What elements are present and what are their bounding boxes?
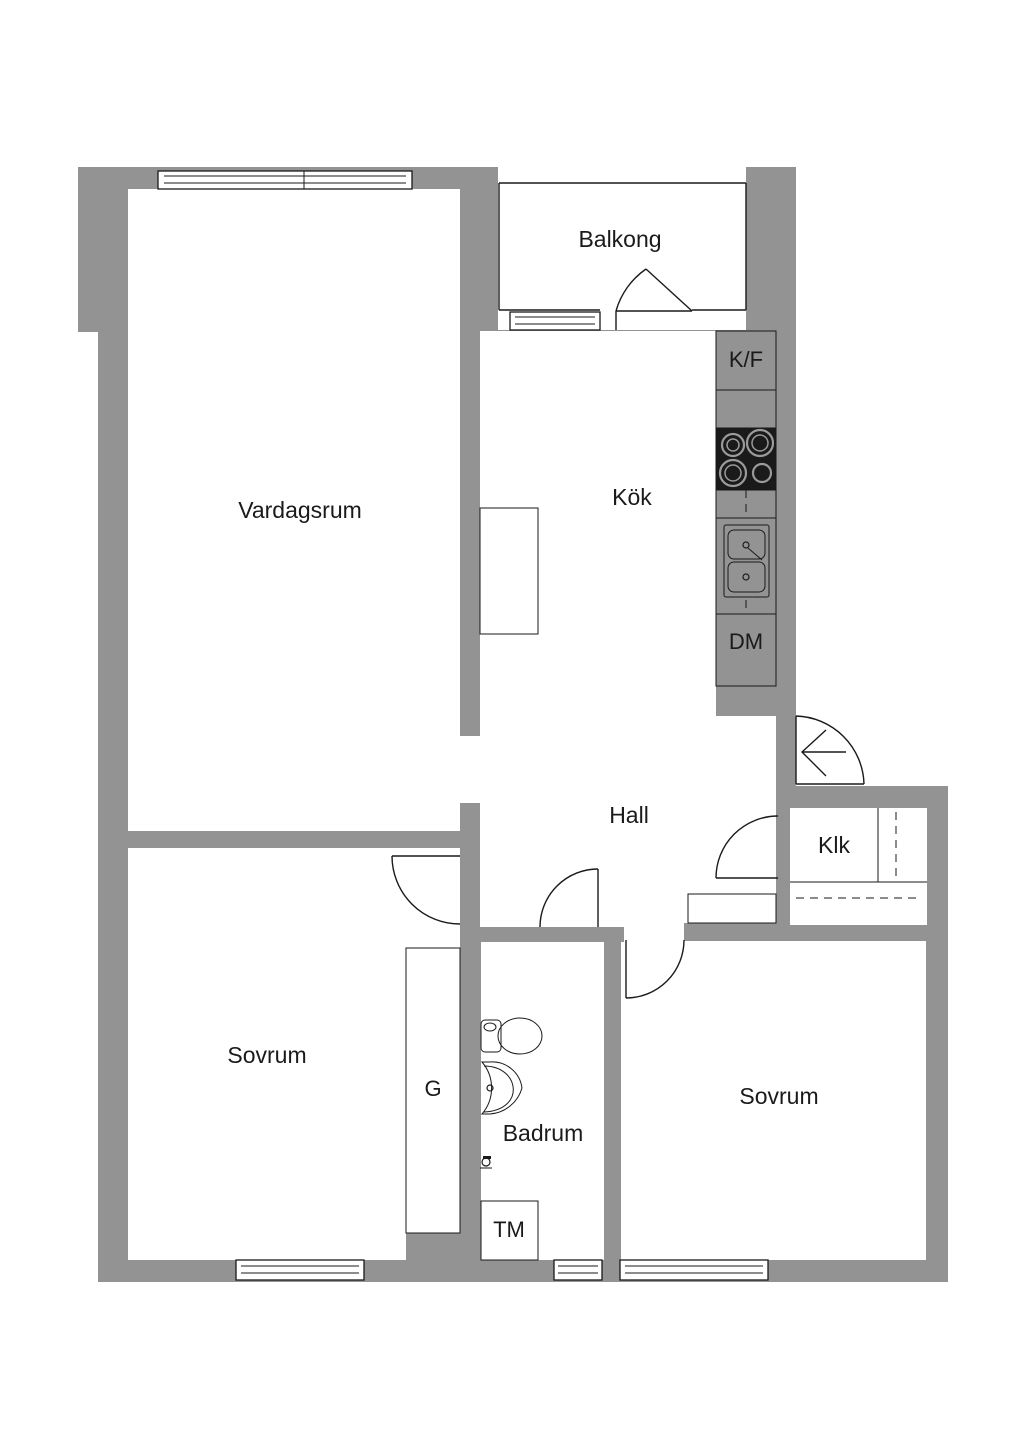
bathroom-fixtures: TM [480, 1017, 543, 1261]
windows [157, 170, 769, 1281]
room-labels: Balkong Vardagsrum Kök Hall Klk Sovrum B… [227, 226, 850, 1146]
shower-icon [480, 1156, 492, 1169]
window-kitchen [509, 311, 601, 331]
room-label-sovrum-left: Sovrum [227, 1042, 306, 1068]
room-label-hall: Hall [609, 802, 649, 828]
window-bedroom-right [619, 1259, 769, 1281]
room-label-kok: Kök [612, 484, 652, 510]
stove-icon [716, 428, 776, 490]
room-label-badrum: Badrum [503, 1120, 584, 1146]
window-living-room [157, 170, 413, 190]
room-label-vardagsrum: Vardagsrum [238, 497, 362, 523]
closet-fittings [687, 808, 927, 924]
washing-machine: TM [480, 1200, 539, 1261]
doors [391, 268, 865, 999]
door-closet [715, 815, 779, 879]
room-label-balkong: Balkong [578, 226, 661, 252]
wardrobe: G [405, 947, 461, 1234]
dishwasher-label: DM [729, 629, 763, 654]
sink-icon [723, 524, 770, 598]
fridge-freezer-label: K/F [729, 347, 763, 372]
window-bathroom [553, 1259, 603, 1281]
living-room-shelf [479, 507, 539, 635]
door-bedroom-right [625, 939, 685, 999]
room-label-sovrum-right: Sovrum [739, 1083, 818, 1109]
room-floors [128, 183, 927, 1260]
balcony-rail [498, 182, 747, 311]
window-bedroom-left [235, 1259, 365, 1281]
interior-walls [460, 686, 796, 1260]
toilet-icon [480, 1017, 543, 1055]
kitchen-counter: K/F DM [715, 330, 777, 687]
door-bathroom [539, 868, 599, 928]
wardrobe-label: G [424, 1076, 441, 1101]
door-entrance [795, 715, 865, 785]
door-balcony [615, 268, 693, 330]
entrance-arrow-icon [800, 729, 846, 777]
door-bedroom-left [391, 855, 461, 925]
room-label-klk: Klk [818, 832, 850, 858]
washbasin-icon [480, 1061, 523, 1115]
washing-machine-label: TM [493, 1217, 525, 1242]
